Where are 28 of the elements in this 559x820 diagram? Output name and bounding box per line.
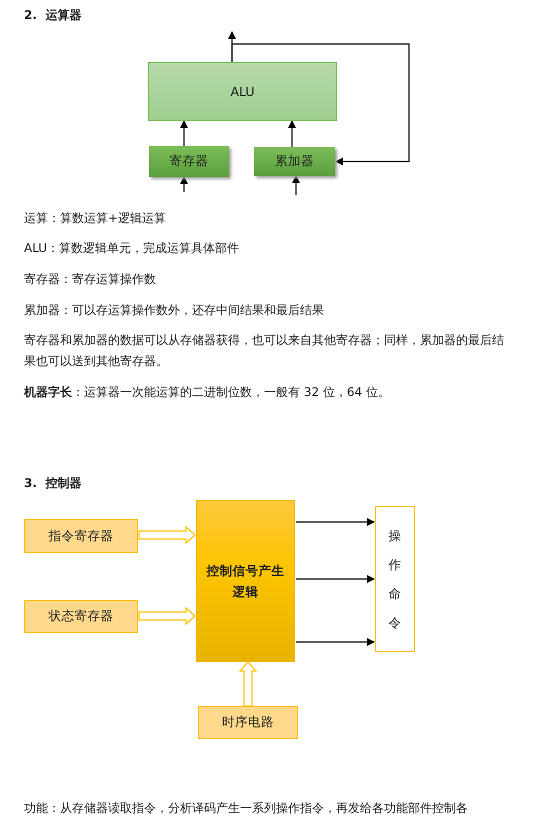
arrow <box>180 120 188 146</box>
block-arrow <box>138 606 196 626</box>
arrow <box>288 120 296 147</box>
section-heading: 3. 控制器 <box>24 475 82 492</box>
arrow <box>231 43 410 166</box>
section-heading: 2. 运算器 <box>24 7 82 24</box>
alu-box: ALU <box>148 62 337 121</box>
register-box: 寄存器 <box>149 146 229 177</box>
paragraph: 寄存器和累加器的数据可以从存储器获得，也可以来自其他寄存器；同样，累加器的最后结果也可以送到其他寄存器。 <box>24 332 504 370</box>
arrow <box>296 638 375 646</box>
paragraph: 运算：算数运算+逻辑运算 <box>24 210 168 227</box>
arrow <box>296 575 375 583</box>
paragraph: 机器字长：运算器一次能运算的二进制位数，一般有 32 位，64 位。 <box>24 384 391 401</box>
block-arrow <box>138 526 196 544</box>
command-box: 操作命令 <box>375 506 415 652</box>
paragraph: ALU：算数逻辑单元，完成运算具体部件 <box>24 240 240 257</box>
timing-circuit-box: 时序电路 <box>198 706 298 739</box>
arrow <box>180 176 188 192</box>
accumulator-box: 累加器 <box>254 147 335 176</box>
paragraph: 累加器：可以存运算操作数外，还存中间结果和最后结果 <box>24 302 325 319</box>
arrow <box>292 175 300 195</box>
arrow <box>296 518 375 526</box>
register-box: 状态寄存器 <box>24 600 138 633</box>
paragraph: 寄存器：寄存运算操作数 <box>24 271 157 288</box>
paragraph: 功能：从存储器读取指令，分析译码产生一系列操作指令，再发给各功能部件控制各 <box>24 800 469 817</box>
logic-box: 控制信号产生逻辑 <box>196 500 295 662</box>
register-box: 指令寄存器 <box>24 519 138 553</box>
block-arrow <box>238 661 258 707</box>
